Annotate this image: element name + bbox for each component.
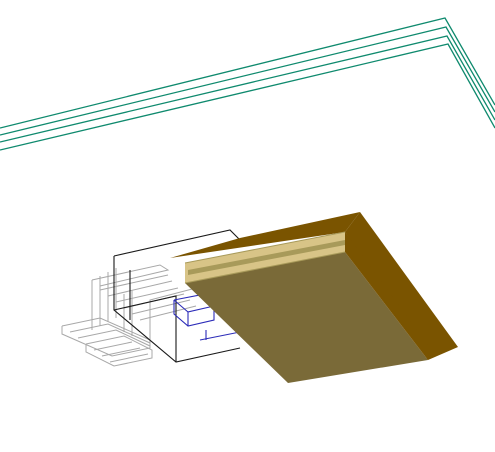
teal-edge-4	[0, 43, 495, 151]
slab-edge-line-1	[184, 231, 346, 264]
grey-step-2	[69, 323, 151, 344]
black-outline-object[interactable]	[113, 229, 241, 363]
slab-edge-line-2	[184, 251, 346, 284]
teal-edge-2	[0, 26, 495, 136]
grey-rail	[149, 287, 197, 340]
slab-front-band-light-2	[188, 240, 345, 275]
grey-top-6	[131, 299, 191, 315]
teal-edge-1	[0, 17, 495, 129]
black-edge-1	[113, 229, 241, 257]
grey-top-2	[99, 274, 169, 291]
teal-outline-object[interactable]	[0, 17, 495, 151]
grey-step-3	[77, 329, 151, 347]
grey-step-6	[101, 347, 141, 357]
grey-top-4	[115, 287, 179, 303]
slab-back-side	[170, 212, 360, 258]
grey-top-1	[91, 264, 170, 287]
grey-step-7	[109, 353, 149, 363]
blue-edge-3	[173, 299, 189, 313]
slab-side-face	[345, 232, 428, 360]
grey-step-5	[93, 341, 133, 351]
grey-top-3	[107, 280, 173, 297]
slab-top-face	[185, 252, 428, 383]
slab-right-side	[345, 212, 458, 360]
slab-object[interactable]	[170, 212, 458, 383]
grey-top-7	[139, 305, 197, 321]
teal-edge-3	[0, 35, 495, 143]
black-edge-4	[113, 295, 177, 312]
black-edge-2	[113, 256, 241, 363]
grey-step-4	[85, 335, 153, 367]
